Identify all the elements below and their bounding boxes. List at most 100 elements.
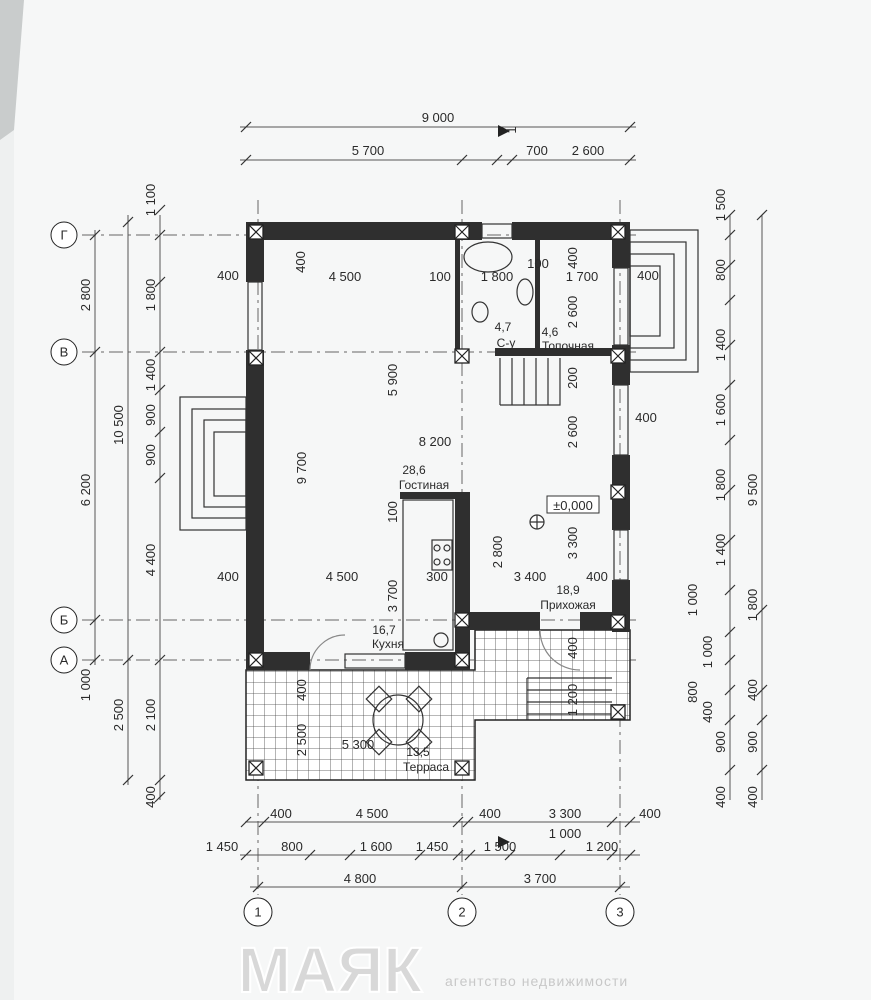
watermark-brand: МАЯК [238,934,424,1000]
dim-label: 2 600 [572,143,605,158]
dimension-tick [724,534,736,546]
dim-label: 400 [713,786,728,808]
dim-label: 4 500 [356,806,389,821]
column-icon [610,484,626,500]
column-icon [610,348,626,364]
dimension-tick [154,426,166,438]
dim-label: 400 [745,786,760,808]
dim-label: 1 800 [143,279,158,312]
dimension-tick [258,816,270,828]
dim-label: 9 700 [294,452,309,485]
dimension-tick [240,816,252,828]
dimension-tick [724,294,736,306]
dim-label: 5 900 [385,364,400,397]
dimension-tick [724,434,736,446]
dimension-tick [724,209,736,221]
dimension-tick [452,816,464,828]
dim-label: 400 [217,268,239,283]
dimension-tick [724,714,736,726]
dim-label: 2 500 [111,699,126,732]
dim-label: 9 000 [422,110,455,125]
dimension-tick [122,654,134,666]
dimension-tick [154,384,166,396]
dim-label: 1 800 [745,589,760,622]
left-dimensions: 1 100 2 800 1 800 1 400 900 900 10 500 6… [78,184,158,808]
dimension-tick [624,816,636,828]
top-dimensions: 9 000 5 700 700 2 600 [352,110,605,158]
column-icon [610,224,626,240]
dim-label: 1 600 [360,839,393,854]
column-icon [454,652,470,668]
dim-label: 400 [745,679,760,701]
dim-label: 3 300 [565,527,580,560]
section-mark-top: 1 [504,126,519,133]
dim-label: 1 000 [700,636,715,669]
dim-label: 1 450 [206,839,239,854]
dim-label: 2 100 [143,699,158,732]
dim-label: 400 [217,569,239,584]
dim-label: 400 [637,268,659,283]
dim-label: 6 200 [78,474,93,507]
room-area: 4,6 [542,325,559,339]
dimension-tick [724,584,736,596]
dim-label: 800 [281,839,303,854]
dim-label: 800 [685,681,700,703]
axis-label-row: В [60,345,69,360]
dim-label: 100 [385,501,400,523]
dimension-tick [554,849,566,861]
dimension-tick [122,216,134,228]
dim-label: 400 [565,637,580,659]
dimension-tick [89,346,101,358]
axis-label-row: А [60,653,69,668]
room-name: Гостиная [399,478,449,492]
dim-label: 1 000 [685,584,700,617]
dim-label: 400 [635,410,657,425]
dimension-tick [122,774,134,786]
dim-label: 400 [700,701,715,723]
dimension-tick [606,816,618,828]
room-area: 4,7 [495,320,512,334]
axis-label-row: Б [60,613,69,628]
dimension-tick [414,849,426,861]
room-area: 16,7 [372,623,396,637]
dimension-tick [624,849,636,861]
dimension-tick [456,154,468,166]
watermark-tagline: агентство недвижимости [445,973,628,989]
paper-shadow [0,0,24,140]
dim-label: 1 000 [78,669,93,702]
dim-label: 400 [639,806,661,821]
dim-label: 2 800 [78,279,93,312]
dim-label: 2 600 [565,296,580,329]
axis-label-col: 2 [458,905,465,920]
dimension-tick [491,154,503,166]
dimension-tick [724,484,736,496]
column-icon [610,614,626,630]
dimension-tick [724,626,736,638]
dim-label: 700 [526,143,548,158]
interior-dimensions: 400 4 500 100 1 800 100 400 1 700 2 600 … [217,247,659,756]
dim-label: 1 400 [143,359,158,392]
dimension-tick [464,849,476,861]
dim-label: 400 [270,806,292,821]
room-area: 28,6 [402,463,426,477]
dim-label: 1 600 [713,394,728,427]
dimension-tick [89,614,101,626]
dimension-tick [252,881,264,893]
right-dimensions: 1 500 800 1 400 1 600 1 800 1 400 1 000 … [685,189,760,808]
room-name: Терраса [403,760,449,774]
dimension-tick [462,816,474,828]
dim-label: 1 500 [713,189,728,222]
section-arrow-top [498,125,510,137]
dimension-tick [724,379,736,391]
room-area: 13,5 [406,745,430,759]
dimension-tick [89,654,101,666]
dimension-tick [154,472,166,484]
dim-label: 900 [745,731,760,753]
dimension-tick [154,346,166,358]
dimension-tick [240,849,252,861]
dim-label: 4 400 [143,544,158,577]
dim-label: 400 [143,786,158,808]
dim-label: 1 700 [566,269,599,284]
bottom-dimensions: 400 4 500 400 3 300 400 1 450 800 1 600 … [206,806,661,886]
dim-label: 5 300 [342,737,375,752]
